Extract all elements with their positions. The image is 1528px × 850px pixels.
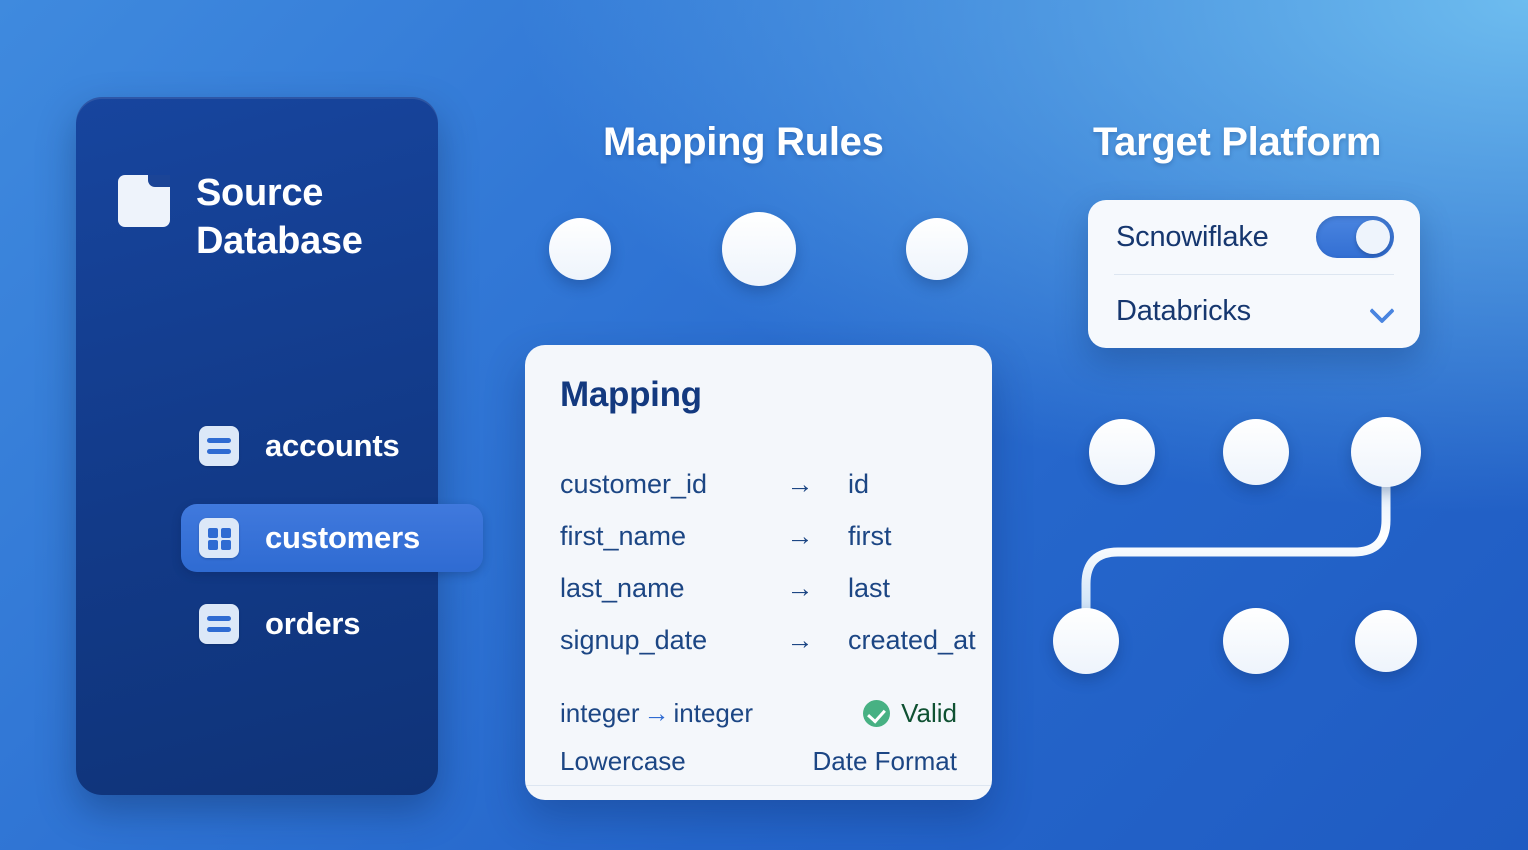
- sidebar-title-line-1: Source: [196, 172, 324, 214]
- mapping-arrow-icon: →: [786, 520, 814, 551]
- platform-divider: [1114, 274, 1394, 275]
- mapping-footer: integer→integer Valid Lowercase Date For…: [525, 689, 992, 785]
- mapping-rule-node[interactable]: [722, 212, 796, 286]
- platform-row-scnowiflake[interactable]: Scnowiflake: [1088, 200, 1420, 274]
- toggle-knob: [1356, 220, 1390, 254]
- mapping-row: first_name → first: [525, 510, 992, 562]
- mapping-rules-heading: Mapping Rules: [603, 120, 884, 164]
- target-pipeline-node[interactable]: [1089, 419, 1155, 485]
- table-rows-icon: [199, 604, 239, 644]
- footer-line-types: integer→integer Valid: [560, 689, 957, 737]
- source-database-panel: Source Database accounts customers order…: [76, 97, 483, 795]
- mapping-rows: customer_id → id first_name → first last_name →…: [525, 458, 992, 666]
- mapping-source-field: customer_id: [560, 468, 708, 499]
- sidebar-item-accounts[interactable]: accounts: [181, 412, 483, 480]
- mapping-source-field: last_name: [560, 572, 685, 603]
- mapping-target-field: first: [848, 520, 892, 551]
- target-pipeline-node[interactable]: [1355, 610, 1417, 672]
- footer-line-transforms: Lowercase Date Format: [560, 737, 957, 785]
- sidebar-title: Source Database: [196, 169, 363, 266]
- status-label: Valid: [901, 697, 957, 728]
- mapping-arrow-icon: →: [786, 624, 814, 655]
- mapping-row: last_name → last: [525, 562, 992, 614]
- mapping-source-field: signup_date: [560, 624, 708, 655]
- sidebar-header: Source Database: [118, 169, 363, 266]
- sidebar-title-line-2: Database: [196, 220, 363, 263]
- sidebar-item-customers[interactable]: customers: [181, 504, 483, 572]
- sidebar-item-label: accounts: [265, 428, 400, 463]
- mapping-target-field: last: [848, 572, 891, 603]
- mapping-source-field: first_name: [560, 520, 687, 551]
- mapping-rule-node[interactable]: [549, 218, 611, 280]
- type-cast: integer→integer: [560, 698, 753, 729]
- target-pipeline-node[interactable]: [1223, 608, 1289, 674]
- mapping-arrow-icon: →: [786, 468, 814, 499]
- sidebar-item-orders[interactable]: orders: [181, 590, 483, 658]
- card-divider: [525, 785, 992, 786]
- folder-icon: [118, 175, 170, 227]
- mapping-target-field: id: [848, 468, 870, 499]
- platform-toggle[interactable]: [1316, 216, 1394, 258]
- mapping-row: signup_date → created_at: [525, 614, 992, 666]
- mapping-arrow-icon: →: [786, 572, 814, 603]
- cast-arrow-icon: →: [643, 697, 670, 728]
- sidebar-item-label: customers: [265, 520, 420, 555]
- target-platform-card: Scnowiflake Databricks: [1088, 200, 1420, 348]
- target-pipeline-node[interactable]: [1223, 419, 1289, 485]
- transform-lowercase: Lowercase: [560, 745, 686, 776]
- chevron-down-icon[interactable]: [1370, 299, 1394, 323]
- platform-row-databricks[interactable]: Databricks: [1088, 274, 1420, 348]
- target-pipeline-node[interactable]: [1053, 608, 1119, 674]
- table-grid-icon: [199, 518, 239, 558]
- check-circle-icon: [863, 699, 891, 727]
- status-badge: Valid: [863, 698, 957, 729]
- platform-name: Scnowiflake: [1116, 220, 1269, 253]
- target-pipeline-node[interactable]: [1351, 417, 1421, 487]
- transform-date-format: Date Format: [812, 745, 958, 776]
- table-rows-icon: [199, 426, 239, 466]
- mapping-card: Mapping customer_id → id first_name → first la…: [525, 345, 992, 800]
- mapping-card-title: Mapping: [560, 375, 702, 414]
- target-platform-heading: Target Platform: [1093, 120, 1382, 164]
- mapping-target-field: created_at: [848, 624, 976, 655]
- cast-source-type: integer: [560, 697, 640, 728]
- sidebar-item-label: orders: [265, 606, 361, 641]
- cast-target-type: integer: [673, 697, 754, 728]
- mapping-row: customer_id → id: [525, 458, 992, 510]
- mapping-rule-node[interactable]: [906, 218, 968, 280]
- platform-name: Databricks: [1116, 294, 1251, 327]
